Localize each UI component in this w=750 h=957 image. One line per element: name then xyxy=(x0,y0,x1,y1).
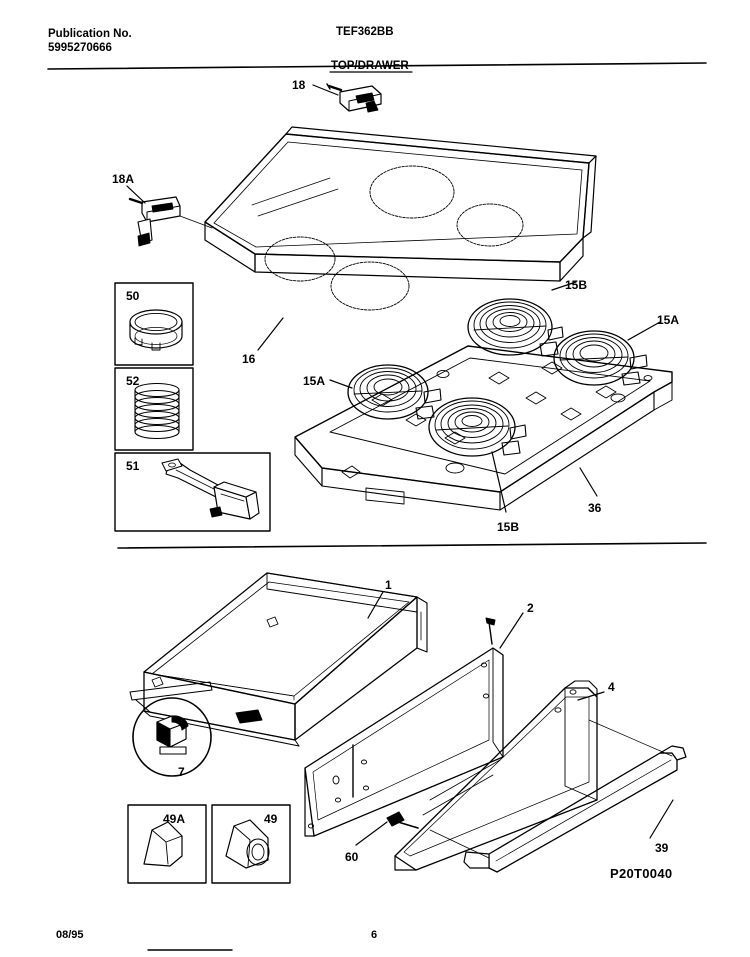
drawer-front-bracket-2 xyxy=(304,612,524,837)
part-box-number-50: 50 xyxy=(126,289,140,303)
callout-15b-bottom: 15B xyxy=(497,520,520,534)
storage-drawer-1 xyxy=(129,572,428,747)
revision-date: 08/95 xyxy=(56,929,84,941)
detail-callout-7 xyxy=(132,697,212,777)
callout-60: 60 xyxy=(345,850,359,864)
part-box-number-49a: 49A xyxy=(163,812,186,826)
callout-16: 16 xyxy=(242,352,256,366)
model-number: TEF362BB xyxy=(336,26,394,38)
section-divider xyxy=(117,542,707,549)
bracket-18 xyxy=(312,83,382,113)
screw-60 xyxy=(355,811,419,846)
callout-18: 18 xyxy=(292,78,306,92)
callout-18a: 18A xyxy=(112,172,135,186)
burner-box-36 xyxy=(294,345,673,511)
drawer-front-panel-4 xyxy=(394,680,605,871)
callout-2: 2 xyxy=(527,601,534,615)
publication-label: Publication No. xyxy=(48,28,132,40)
surface-element-15b-lower xyxy=(428,397,527,513)
drawing-code: P20T0040 xyxy=(610,866,673,881)
callout-36: 36 xyxy=(588,501,602,515)
surface-element-15a-left xyxy=(329,364,442,420)
callout-39: 39 xyxy=(655,841,669,855)
callout-1: 1 xyxy=(385,578,392,592)
drawer-handle-39 xyxy=(429,719,687,873)
bracket-18a xyxy=(126,185,213,247)
section-title: TOP/DRAWER xyxy=(331,60,409,72)
surface-element-15b-upper xyxy=(467,281,577,357)
callout-15b-top: 15B xyxy=(565,278,588,292)
callout-4: 4 xyxy=(608,680,615,694)
callout-7: 7 xyxy=(178,765,185,779)
part-box-49 xyxy=(211,804,291,884)
callout-15a-left: 15A xyxy=(303,374,326,388)
surface-element-15a-right xyxy=(553,321,661,386)
page-number: 6 xyxy=(371,929,378,941)
callout-15a-right: 15A xyxy=(657,313,680,327)
part-box-number-51: 51 xyxy=(126,459,140,473)
publication-number: 5995270666 xyxy=(48,42,112,54)
part-box-number-49: 49 xyxy=(264,812,278,826)
cooktop-assembly xyxy=(204,126,597,351)
part-box-number-52: 52 xyxy=(126,374,140,388)
